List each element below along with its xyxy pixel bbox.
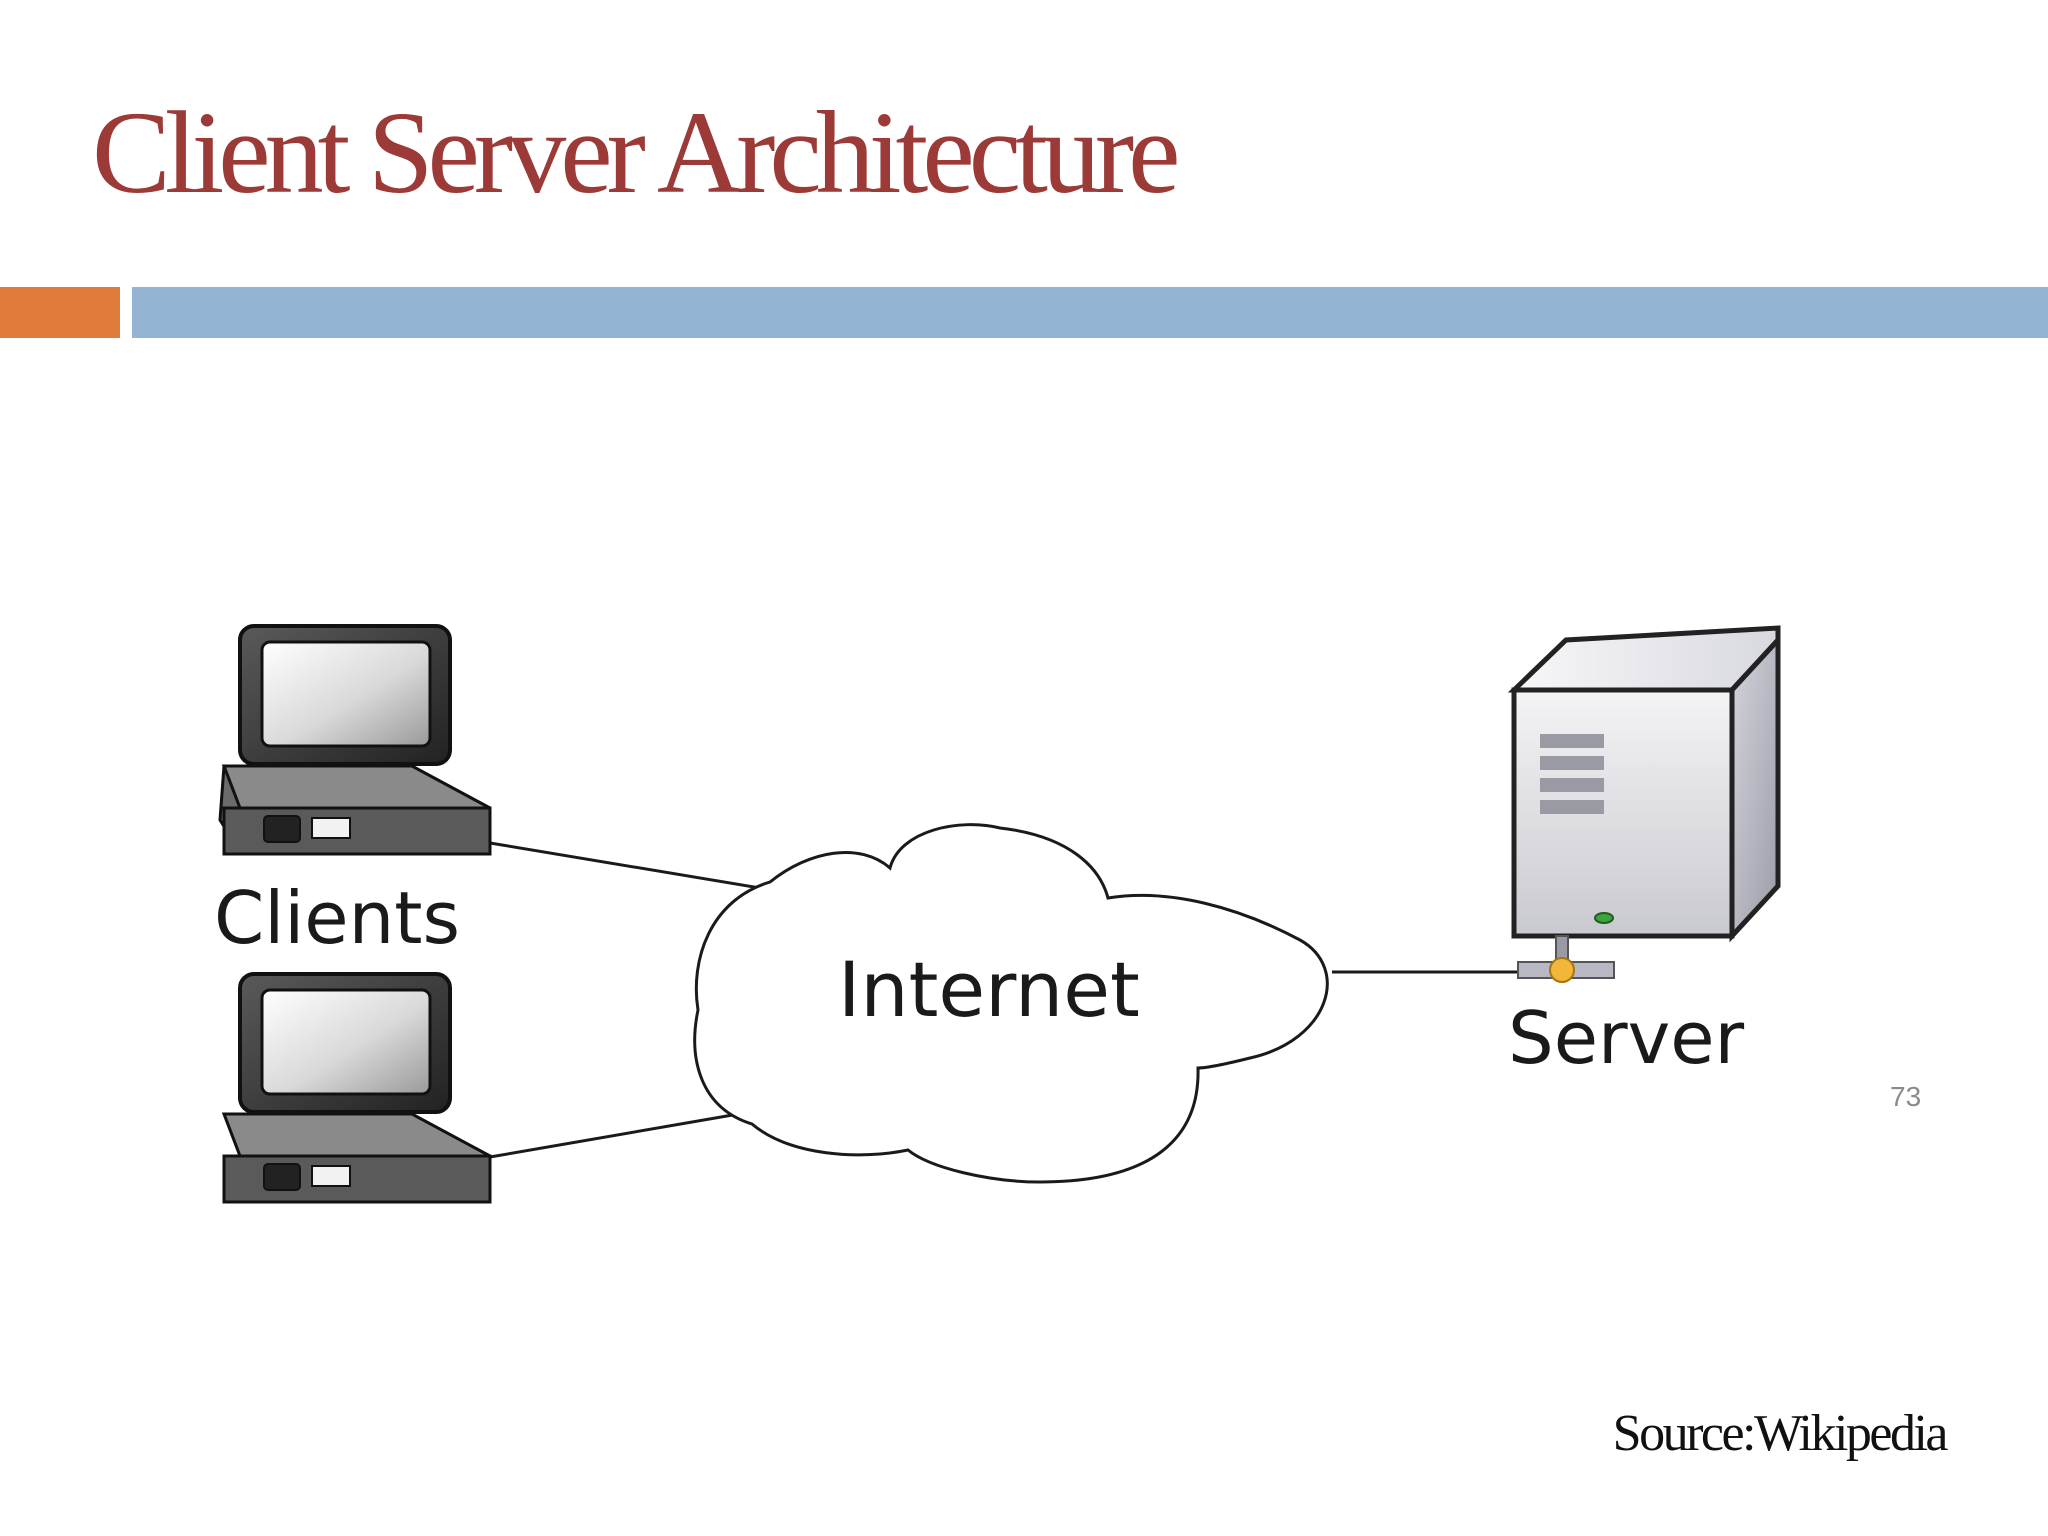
desktop-computer-icon: [221, 972, 492, 1204]
server-tower-icon: [1507, 625, 1781, 983]
slide-title: Client Server Architecture: [92, 87, 1181, 218]
link-client-2-internet: [489, 1110, 751, 1159]
cloud-icon: [693, 823, 1329, 1184]
desktop-computer-icon: [218, 624, 492, 856]
accent-bar: [0, 287, 120, 338]
header-bar: [132, 287, 2048, 338]
internet-label: Internet: [838, 945, 1140, 1034]
page-number: 73: [1890, 1081, 1922, 1112]
source-citation: Source:Wikipedia: [1612, 1405, 1949, 1462]
clients-label: Clients: [214, 876, 460, 960]
server-label: Server: [1508, 996, 1745, 1080]
link-client-1-internet: [489, 841, 773, 892]
